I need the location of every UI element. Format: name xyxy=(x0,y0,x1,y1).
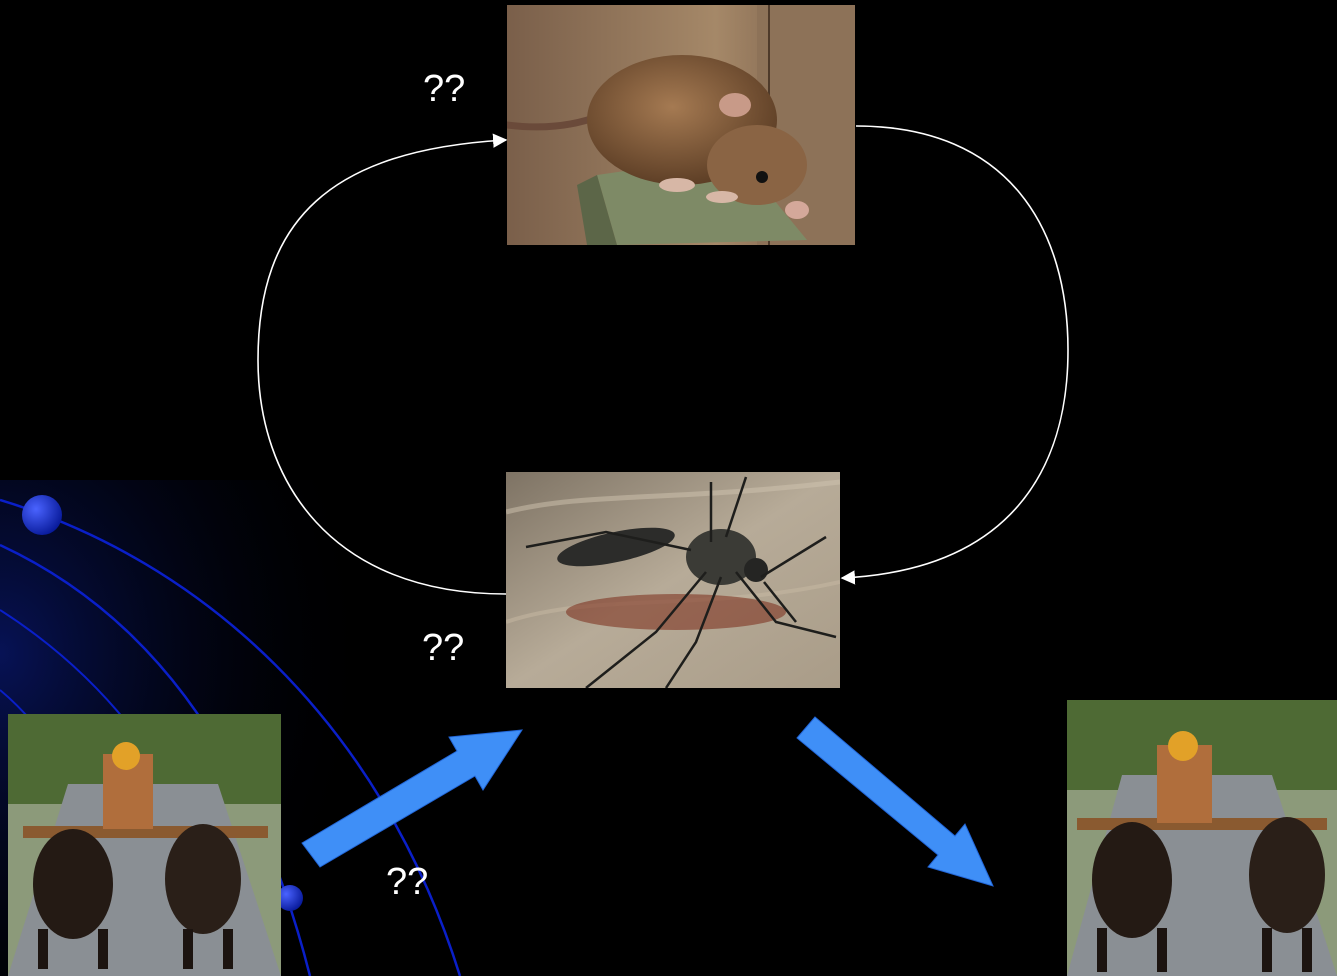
arrow-mosquito-to-human xyxy=(797,717,993,886)
arrow-human-to-mosquito xyxy=(302,730,522,867)
cart-transmission-unknown-label: ?? xyxy=(386,863,428,901)
mosquito-transmission-unknown-label: ?? xyxy=(422,629,464,667)
rat-transmission-unknown-label: ?? xyxy=(423,70,465,108)
